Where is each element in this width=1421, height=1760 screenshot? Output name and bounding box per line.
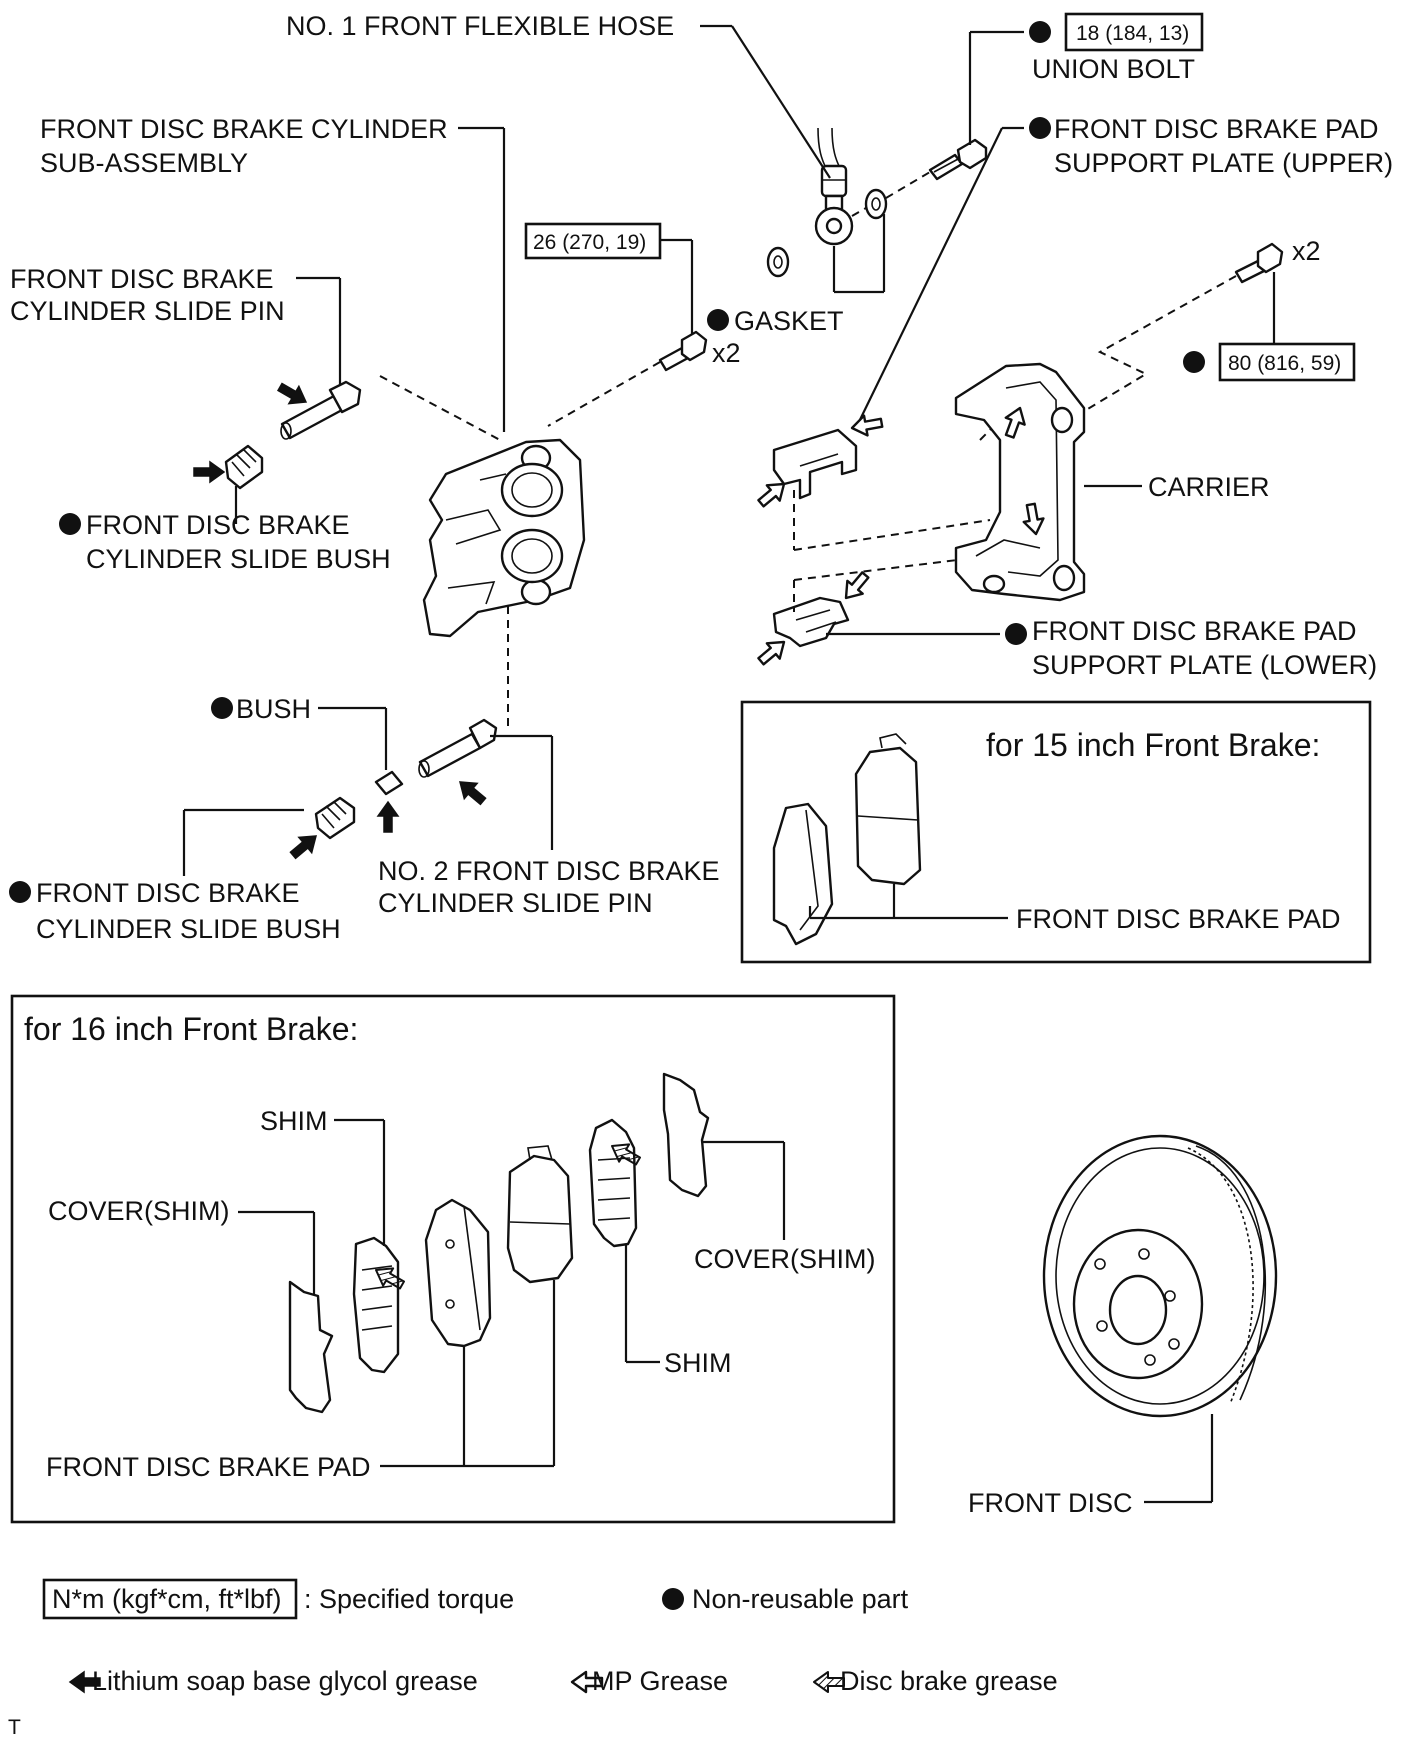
brake-pad-16-b bbox=[506, 1145, 574, 1284]
brake-pad-15-front bbox=[772, 802, 834, 946]
label-slide-pin-2: CYLINDER SLIDE PIN bbox=[10, 296, 285, 326]
filled-circle-icon bbox=[662, 1588, 684, 1610]
non-reusable-icon bbox=[1005, 623, 1027, 645]
legend-lithium: Lithium soap base glycol grease bbox=[92, 1666, 478, 1696]
label-bush: BUSH bbox=[236, 694, 311, 724]
label-slide-bush2-2: CYLINDER SLIDE BUSH bbox=[36, 914, 341, 944]
label-no2-pin-2: CYLINDER SLIDE PIN bbox=[378, 888, 653, 918]
label-support-lower-1: FRONT DISC BRAKE PAD bbox=[1032, 616, 1357, 646]
label-support-upper-2: SUPPORT PLATE (UPPER) bbox=[1054, 148, 1393, 178]
caliper-cylinder bbox=[422, 438, 586, 638]
torque-union-bolt: 18 (184, 13) bbox=[1076, 22, 1189, 45]
multiplier-carrier-bolt: x2 bbox=[1292, 236, 1321, 266]
torque-cylinder-bolt: 26 (270, 19) bbox=[533, 231, 646, 254]
non-reusable-icon bbox=[1183, 351, 1205, 373]
label-slide-bush-2: CYLINDER SLIDE BUSH bbox=[86, 544, 391, 574]
legend-mp: MP Grease bbox=[592, 1666, 728, 1696]
gasket-right bbox=[864, 188, 888, 220]
front-disc bbox=[1042, 1134, 1278, 1418]
label-carrier: CARRIER bbox=[1148, 472, 1270, 502]
label-support-upper-1: FRONT DISC BRAKE PAD bbox=[1054, 114, 1379, 144]
torque-carrier-bolt: 80 (816, 59) bbox=[1228, 352, 1341, 375]
inset-16-inch bbox=[10, 994, 896, 1524]
multiplier-cylinder-bolt: x2 bbox=[712, 338, 741, 368]
brake-pad-16-a bbox=[424, 1198, 492, 1348]
shim-right bbox=[588, 1118, 638, 1248]
label-slide-pin-1: FRONT DISC BRAKE bbox=[10, 264, 274, 294]
label-front-disc: FRONT DISC bbox=[968, 1488, 1133, 1518]
cover-shim-right bbox=[662, 1072, 710, 1198]
slide-bush-lower bbox=[314, 796, 356, 840]
support-plate-upper bbox=[772, 428, 858, 500]
legend-torque-box-text: N*m (kgf*cm, ft*lbf) bbox=[52, 1584, 282, 1614]
cylinder-bolt bbox=[658, 330, 708, 372]
label-shim-right: SHIM bbox=[664, 1348, 732, 1378]
label-shim-left: SHIM bbox=[260, 1106, 328, 1136]
legend-torque-box bbox=[42, 1578, 298, 1620]
label-brake-pad-16: FRONT DISC BRAKE PAD bbox=[46, 1452, 371, 1482]
label-flex-hose: NO. 1 FRONT FLEXIBLE HOSE bbox=[286, 11, 674, 41]
non-reusable-icon bbox=[1029, 21, 1051, 43]
slide-pin-lower bbox=[418, 718, 498, 778]
carrier bbox=[954, 362, 1086, 602]
label-support-lower-2: SUPPORT PLATE (LOWER) bbox=[1032, 650, 1377, 680]
label-cover-shim-left: COVER(SHIM) bbox=[48, 1196, 230, 1226]
label-cylinder-1: FRONT DISC BRAKE CYLINDER bbox=[40, 114, 448, 144]
legend-disc: Disc brake grease bbox=[840, 1666, 1058, 1696]
label-slide-bush-1: FRONT DISC BRAKE bbox=[86, 510, 350, 540]
label-slide-bush2-1: FRONT DISC BRAKE bbox=[36, 878, 300, 908]
inset-15-inch bbox=[740, 700, 1372, 964]
label-cover-shim-right: COVER(SHIM) bbox=[694, 1244, 876, 1274]
brake-pad-15-rear bbox=[854, 733, 922, 886]
label-gasket: GASKET bbox=[734, 306, 844, 336]
non-reusable-icon bbox=[9, 881, 31, 903]
slide-bush-upper bbox=[224, 444, 264, 490]
legend-non-reusable: Non-reusable part bbox=[692, 1584, 909, 1614]
label-union-bolt: UNION BOLT bbox=[1032, 54, 1195, 84]
footer-letter: T bbox=[8, 1716, 21, 1739]
cover-shim-left bbox=[288, 1280, 334, 1414]
legend-torque-text: : Specified torque bbox=[304, 1584, 514, 1614]
shim-left bbox=[352, 1236, 400, 1374]
inset-16-title: for 16 inch Front Brake: bbox=[24, 1011, 358, 1047]
flexible-hose bbox=[814, 127, 854, 246]
support-plate-lower bbox=[772, 596, 850, 648]
non-reusable-icon bbox=[211, 697, 233, 719]
slide-pin-upper bbox=[280, 380, 362, 440]
carrier-bolt bbox=[1234, 242, 1284, 284]
inset-15-title: for 15 inch Front Brake: bbox=[986, 727, 1320, 763]
bush bbox=[374, 770, 404, 796]
non-reusable-icon bbox=[707, 309, 729, 331]
non-reusable-icon bbox=[59, 513, 81, 535]
union-bolt bbox=[928, 138, 988, 181]
label-cylinder-2: SUB-ASSEMBLY bbox=[40, 148, 248, 178]
gasket-left bbox=[766, 246, 790, 278]
non-reusable-icon bbox=[1029, 117, 1051, 139]
label-no2-pin-1: NO. 2 FRONT DISC BRAKE bbox=[378, 856, 720, 886]
label-brake-pad-15: FRONT DISC BRAKE PAD bbox=[1016, 904, 1341, 934]
